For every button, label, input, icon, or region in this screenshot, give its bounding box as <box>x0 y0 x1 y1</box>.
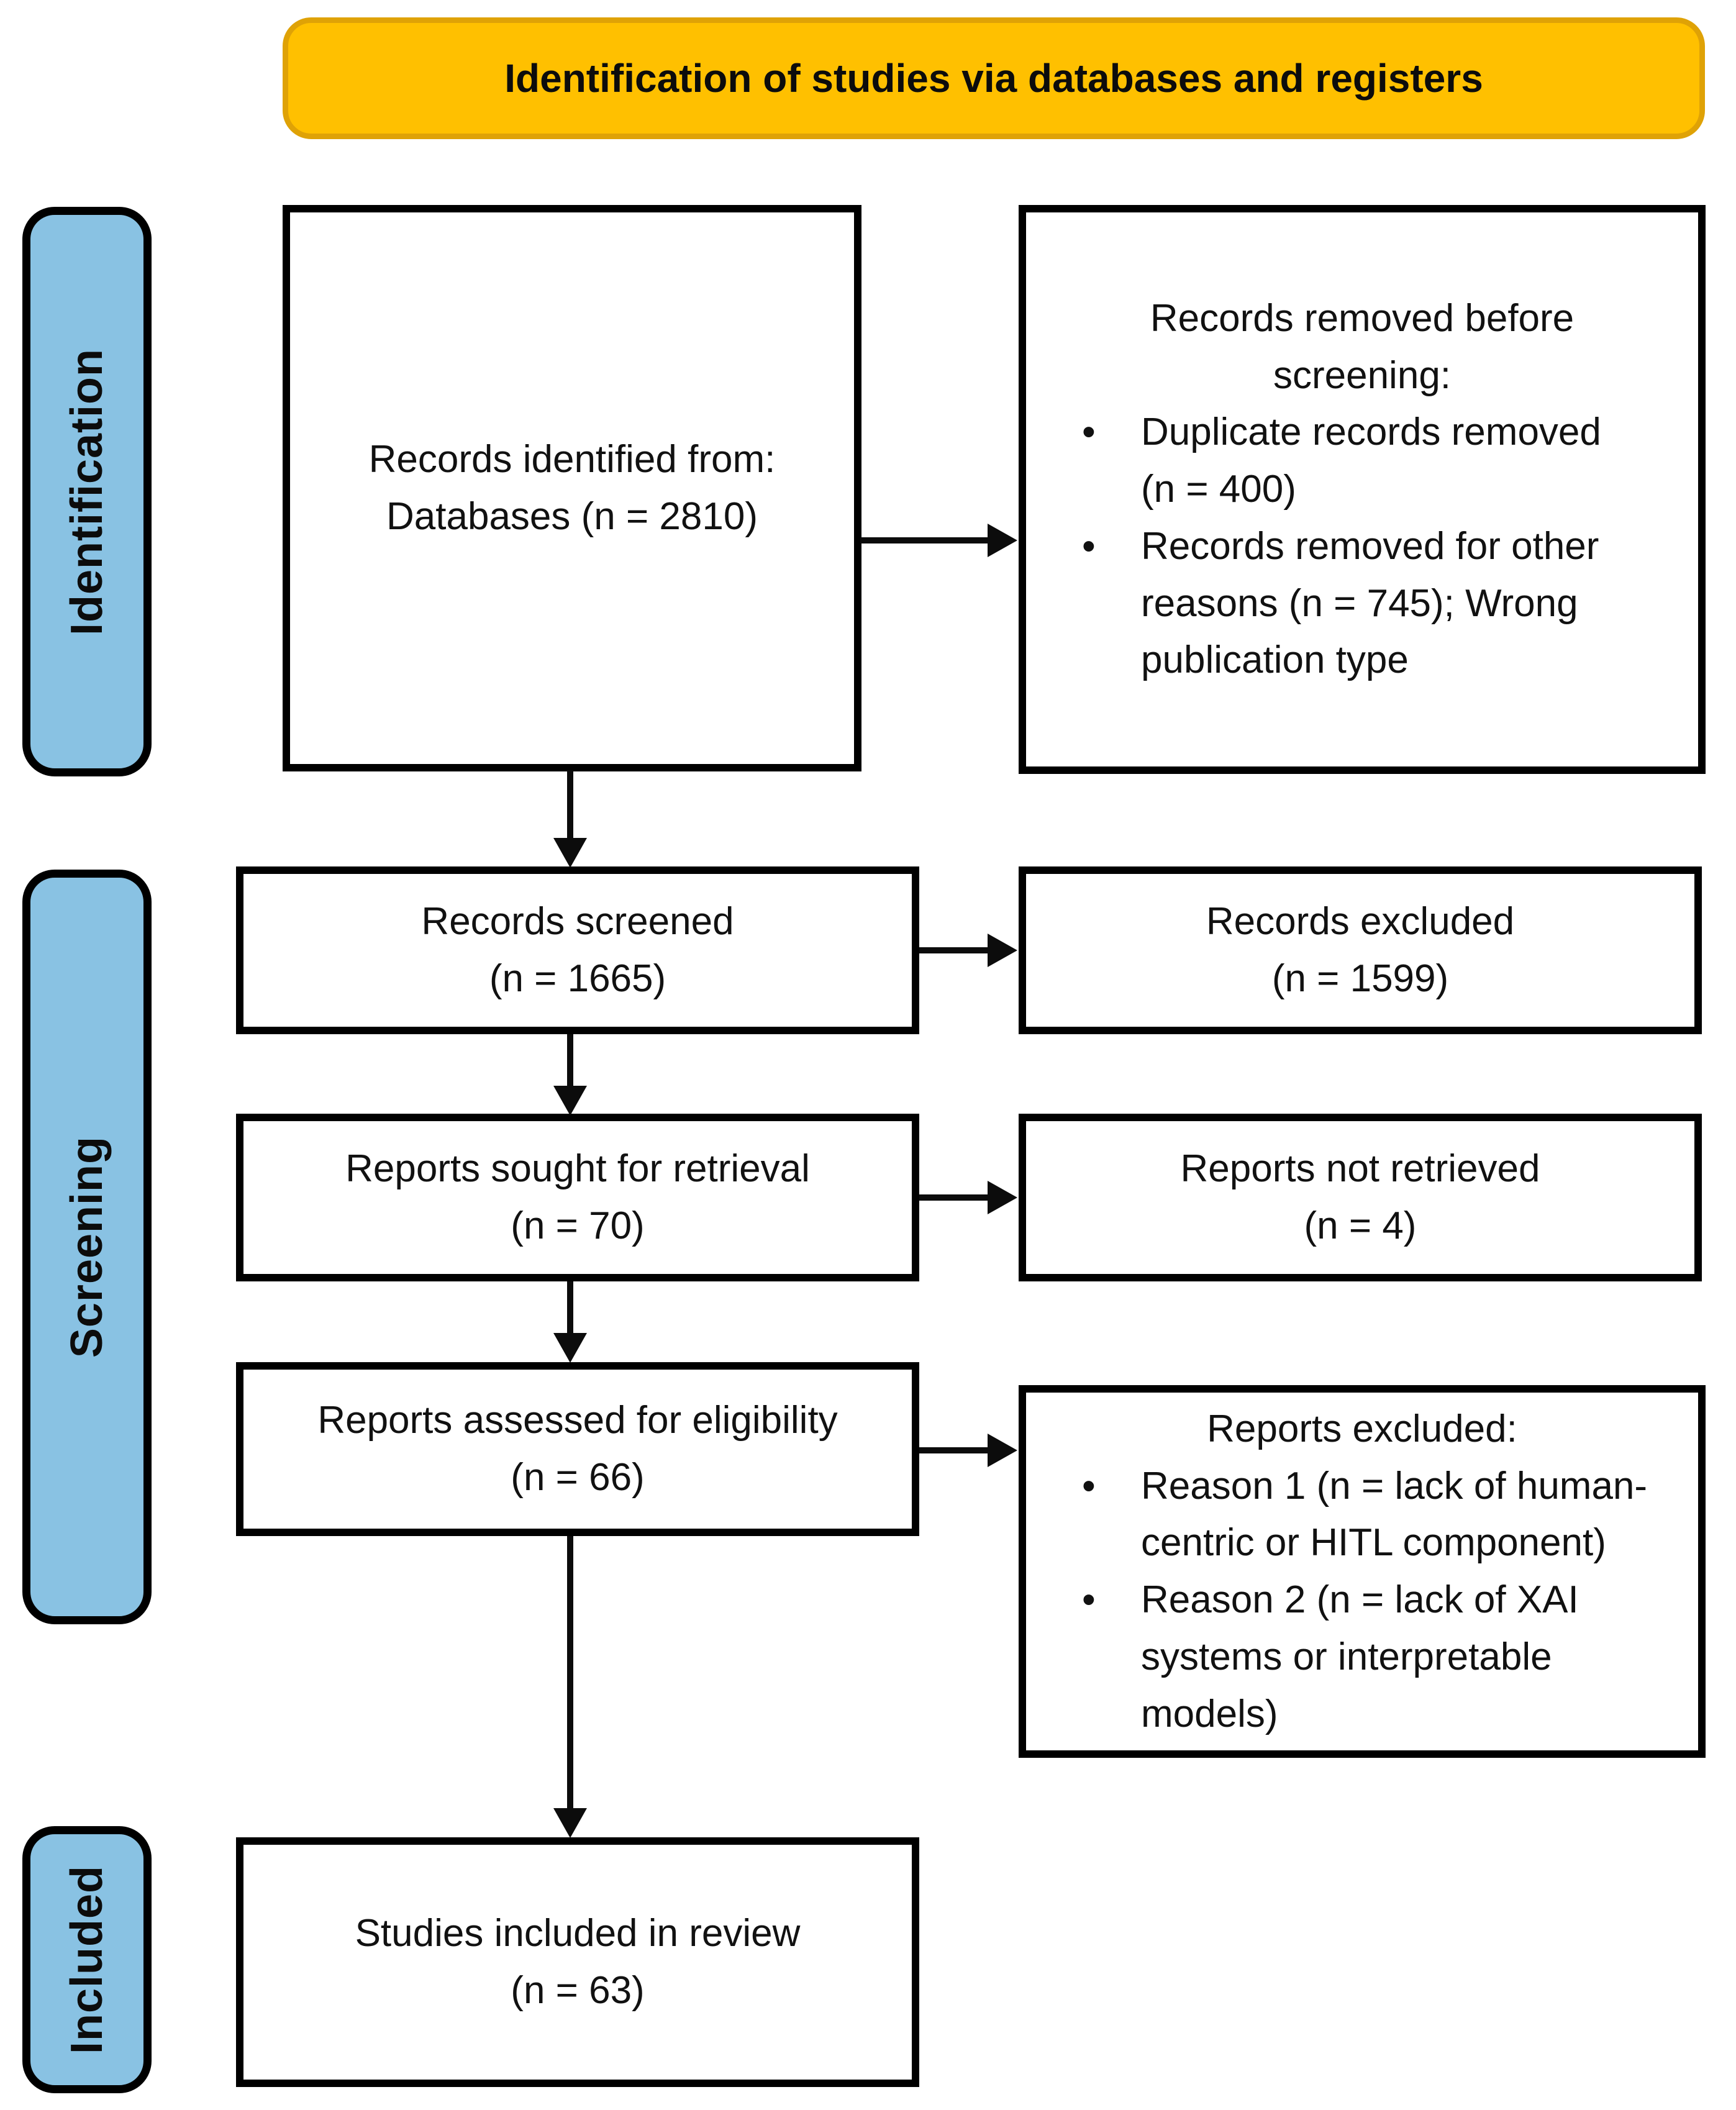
arrow-head <box>553 1086 587 1116</box>
arrow-head <box>988 524 1017 557</box>
arrow-shaft <box>567 770 573 840</box>
bullet-line: (n = 400) <box>1141 468 1296 511</box>
box-records-screened: Records screened (n = 1665) <box>236 866 919 1034</box>
arrow-head <box>988 1434 1017 1467</box>
box-reports-excluded: Reports excluded: • Reason 1 (n = lack o… <box>1019 1385 1706 1758</box>
box-records-removed-bullets: • Duplicate records removed (n = 400) • … <box>1026 404 1698 689</box>
stage-label-identification: Identification <box>22 207 152 776</box>
box-reports-sought-line1: Reports sought for retrieval <box>345 1147 810 1191</box>
bullet-item: • Duplicate records removed (n = 400) <box>1082 404 1679 518</box>
header-banner: Identification of studies via databases … <box>283 17 1705 139</box>
arrow-shaft <box>860 537 989 543</box>
box-records-identified: Records identified from: Databases (n = … <box>283 205 861 771</box>
bullet-item: • Records removed for other reasons (n =… <box>1082 518 1679 689</box>
box-records-removed: Records removed before screening: • Dupl… <box>1019 205 1706 774</box>
bullet-line: Reason 2 (n = lack of XAI <box>1141 1578 1579 1621</box>
arrow-shaft <box>567 1034 573 1088</box>
box-records-excluded-line2: (n = 1599) <box>1271 957 1449 1000</box>
bullet-line: publication type <box>1141 639 1409 682</box>
bullet-marker: • <box>1082 524 1096 568</box>
box-studies-included-line2: (n = 63) <box>511 1969 645 2012</box>
stage-label-identification-text: Identification <box>62 348 112 635</box>
box-records-screened-line2: (n = 1665) <box>489 957 666 1000</box>
box-records-excluded: Records excluded (n = 1599) <box>1019 866 1702 1034</box>
arrow-shaft <box>567 1281 573 1335</box>
arrow-head <box>553 1808 587 1838</box>
box-reports-assessed-line2: (n = 66) <box>511 1456 645 1499</box>
box-reports-sought-line2: (n = 70) <box>511 1204 645 1247</box>
bullet-item: • Reason 2 (n = lack of XAI systems or i… <box>1082 1571 1679 1742</box>
bullet-line: Duplicate records removed <box>1141 411 1601 454</box>
arrow-head <box>988 934 1017 967</box>
arrow-shaft <box>567 1536 573 1810</box>
stage-label-included-text: Included <box>62 1865 112 2054</box>
arrow-head <box>553 838 587 868</box>
arrow-shaft <box>919 1447 989 1453</box>
header-banner-title: Identification of studies via databases … <box>504 56 1483 101</box>
bullet-line: centric or HITL component) <box>1141 1521 1606 1565</box>
bullet-line: models) <box>1141 1692 1278 1735</box>
box-records-identified-line1: Records identified from: <box>368 438 776 481</box>
stage-label-screening-text: Screening <box>62 1135 112 1358</box>
box-reports-not-retrieved: Reports not retrieved (n = 4) <box>1019 1114 1702 1281</box>
bullet-marker: • <box>1082 1578 1096 1621</box>
arrow-shaft <box>919 947 989 953</box>
stage-label-screening: Screening <box>22 870 152 1624</box>
bullet-text: Reason 1 (n = lack of human- centric or … <box>1141 1458 1679 1572</box>
box-reports-assessed-line1: Reports assessed for eligibility <box>317 1399 838 1442</box>
bullet-line: reasons (n = 745); Wrong <box>1141 581 1578 625</box>
arrow-head <box>988 1181 1017 1214</box>
bullet-text: Records removed for other reasons (n = 7… <box>1141 518 1679 689</box>
box-reports-excluded-heading: Reports excluded: <box>1207 1407 1517 1450</box>
bullet-text: Reason 2 (n = lack of XAI systems or int… <box>1141 1571 1679 1742</box>
box-records-removed-heading-line2: screening: <box>1273 353 1452 397</box>
box-records-identified-line2: Databases (n = 2810) <box>386 495 758 538</box>
bullet-marker: • <box>1082 411 1096 454</box>
bullet-text: Duplicate records removed (n = 400) <box>1141 404 1679 518</box>
box-reports-not-retrieved-line2: (n = 4) <box>1304 1204 1417 1247</box>
bullet-line: Reason 1 (n = lack of human- <box>1141 1464 1648 1507</box>
bullet-line: Records removed for other <box>1141 524 1599 568</box>
box-reports-excluded-bullets: • Reason 1 (n = lack of human- centric o… <box>1026 1458 1698 1743</box>
box-records-excluded-line1: Records excluded <box>1206 900 1515 944</box>
box-studies-included-line1: Studies included in review <box>355 1912 801 1955</box>
box-reports-not-retrieved-line1: Reports not retrieved <box>1180 1147 1540 1191</box>
box-reports-sought: Reports sought for retrieval (n = 70) <box>236 1114 919 1281</box>
box-records-screened-line1: Records screened <box>421 900 734 944</box>
bullet-line: systems or interpretable <box>1141 1635 1552 1678</box>
bullet-marker: • <box>1082 1464 1096 1507</box>
box-reports-assessed: Reports assessed for eligibility (n = 66… <box>236 1362 919 1536</box>
arrow-head <box>553 1333 587 1363</box>
arrow-shaft <box>919 1194 989 1201</box>
bullet-item: • Reason 1 (n = lack of human- centric o… <box>1082 1458 1679 1572</box>
stage-label-included: Included <box>22 1826 152 2093</box>
box-records-removed-heading-line1: Records removed before <box>1150 296 1575 340</box>
box-studies-included: Studies included in review (n = 63) <box>236 1837 919 2087</box>
